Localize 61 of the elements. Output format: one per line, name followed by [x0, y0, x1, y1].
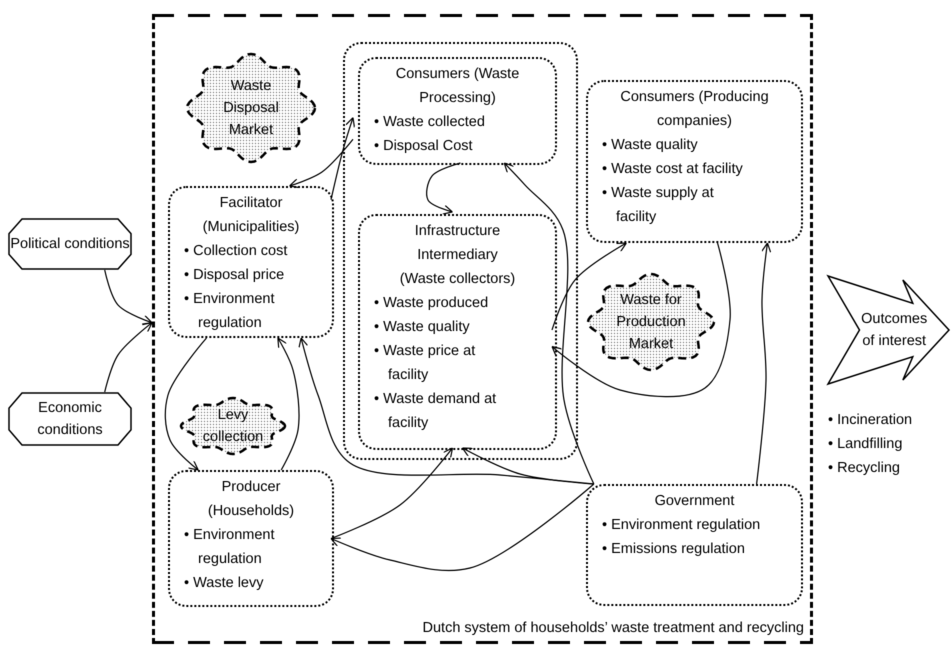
- market-cloud: [185, 52, 317, 164]
- arrow: [330, 484, 594, 572]
- node-heading: Consumers (Waste Processing): [394, 65, 520, 108]
- bullet-item: • Waste produced: [373, 294, 490, 313]
- bullet-item: • Waste cost at facility: [601, 160, 744, 179]
- arrow: [330, 447, 454, 540]
- node-label: Waste Disposal Market: [222, 77, 280, 140]
- arrow: [298, 337, 594, 485]
- bullet-item: • Waste quality: [373, 318, 471, 337]
- bullet-item: • Waste price at facility: [373, 342, 476, 385]
- market-cloud: [179, 396, 287, 456]
- arrow: [104, 322, 153, 392]
- process-box: [358, 57, 557, 165]
- bullet-item: • Waste collected: [373, 113, 486, 132]
- node-label: Outcomes of interest: [860, 310, 928, 351]
- bullet-item: • Environment regulation: [601, 516, 762, 535]
- outcome-arrow: [826, 272, 950, 388]
- condition-octagon: [8, 218, 132, 270]
- condition-octagon: [8, 392, 132, 446]
- bullet-item: • Waste levy: [183, 574, 264, 593]
- process-box: [168, 470, 334, 607]
- group-box: [343, 42, 578, 460]
- node-label: Waste for Production Market: [615, 291, 687, 354]
- process-box: [586, 80, 803, 243]
- outcome-item: • Incineration: [827, 411, 914, 430]
- arrow: [277, 337, 300, 470]
- node-label: Political conditions: [10, 235, 130, 254]
- arrow: [426, 162, 461, 215]
- arrow: [462, 447, 594, 485]
- outcome-item: • Recycling: [827, 459, 901, 478]
- node-heading: Consumers (Producing companies): [619, 88, 770, 131]
- arrow: [104, 270, 153, 325]
- bullet-item: • Waste supply at facility: [601, 184, 715, 227]
- node-label: Economic conditions: [36, 399, 104, 440]
- node-heading: Producer (Households): [206, 478, 296, 521]
- market-cloud: [586, 272, 716, 372]
- bullet-item: • Emissions regulation: [601, 540, 746, 559]
- process-box: [358, 214, 557, 450]
- arrow: [551, 242, 627, 330]
- arrow: [164, 338, 207, 471]
- arrow: [504, 162, 594, 484]
- bullet-item: • Disposal Cost: [373, 137, 474, 156]
- bullet-item: • Waste demand at facility: [373, 390, 498, 433]
- outcome-item: • Landfilling: [827, 435, 904, 454]
- node-heading: Infrastructure Intermediary (Waste collectors): [398, 222, 516, 289]
- system-caption: Dutch system of households’ waste treatment and recycling: [422, 619, 804, 638]
- arrow: [756, 242, 772, 484]
- bullet-item: • Collection cost: [183, 242, 288, 261]
- bullet-item: • Environment regulation: [183, 290, 276, 333]
- node-heading: Government: [654, 492, 736, 511]
- system-boundary: [152, 14, 813, 644]
- bullet-item: • Environment regulation: [183, 526, 276, 569]
- process-box: [586, 484, 803, 606]
- bullet-item: • Disposal price: [183, 266, 286, 285]
- node-heading: Facilitator (Municipalities): [202, 194, 300, 237]
- arrow: [288, 138, 354, 188]
- arrow: [551, 242, 731, 398]
- process-box: [168, 186, 334, 338]
- arrow: [330, 117, 356, 200]
- node-label: Levy collection: [202, 406, 264, 447]
- bullet-item: • Waste quality: [601, 136, 699, 155]
